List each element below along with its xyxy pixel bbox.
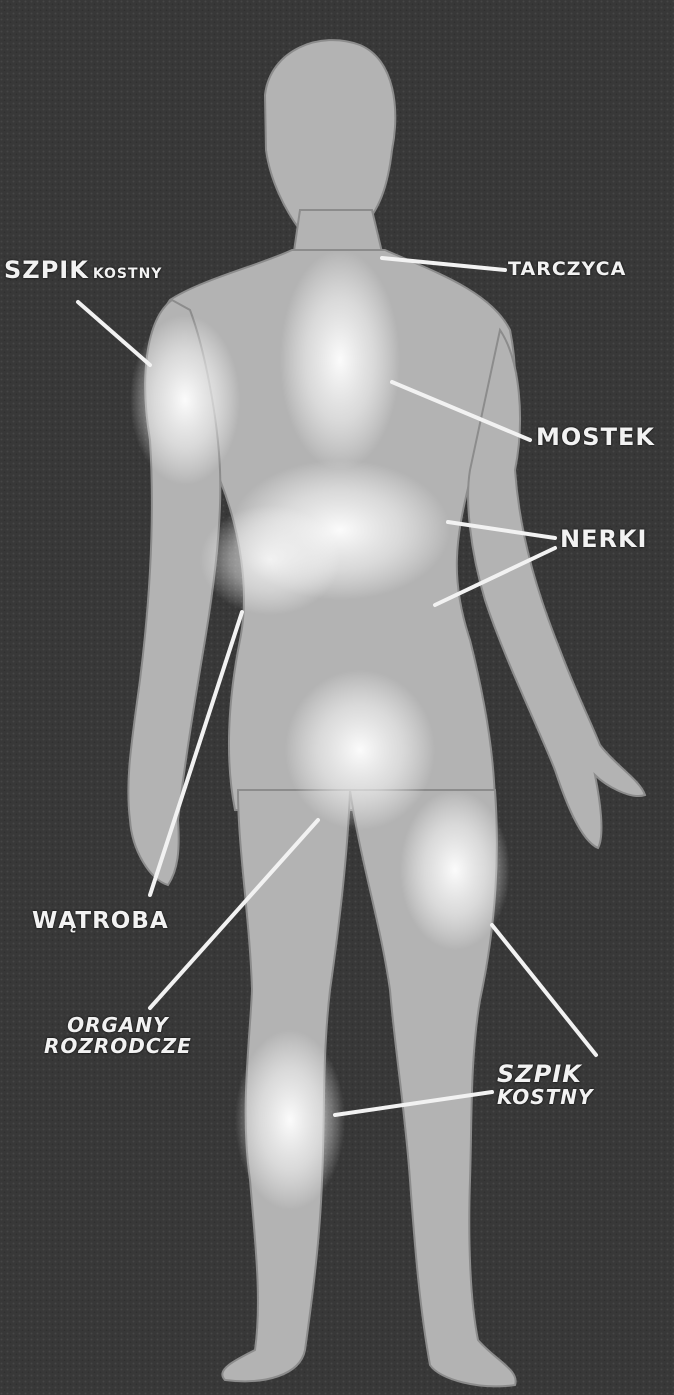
label-organy-line1: ORGANY (44, 1015, 192, 1036)
label-szpik-bottom-line2: KOSTNY (497, 1087, 594, 1108)
label-nerki: NERKI (560, 527, 648, 552)
label-organy-line2: ROZRODCZE (44, 1036, 192, 1057)
label-szpik-kostny-bottom: SZPIK KOSTNY (497, 1062, 594, 1108)
label-szpik-bottom-line1: SZPIK (497, 1062, 594, 1087)
liver-glow (200, 505, 340, 615)
label-organy-rozrodcze: ORGANY ROZRODCZE (44, 1015, 192, 1057)
label-mostek: MOSTEK (536, 425, 655, 450)
knee-bone-marrow-glow (235, 1030, 345, 1210)
label-szpik-top-sub: KOSTNY (93, 266, 163, 282)
label-watroba: WĄTROBA (32, 909, 169, 933)
reproductive-organs-glow (285, 670, 435, 830)
label-tarczyca: TARCZYCA (508, 260, 626, 280)
shoulder-bone-marrow-glow (130, 315, 240, 485)
sternum-glow (280, 250, 400, 470)
label-szpik-top-main: SZPIK (4, 256, 89, 284)
